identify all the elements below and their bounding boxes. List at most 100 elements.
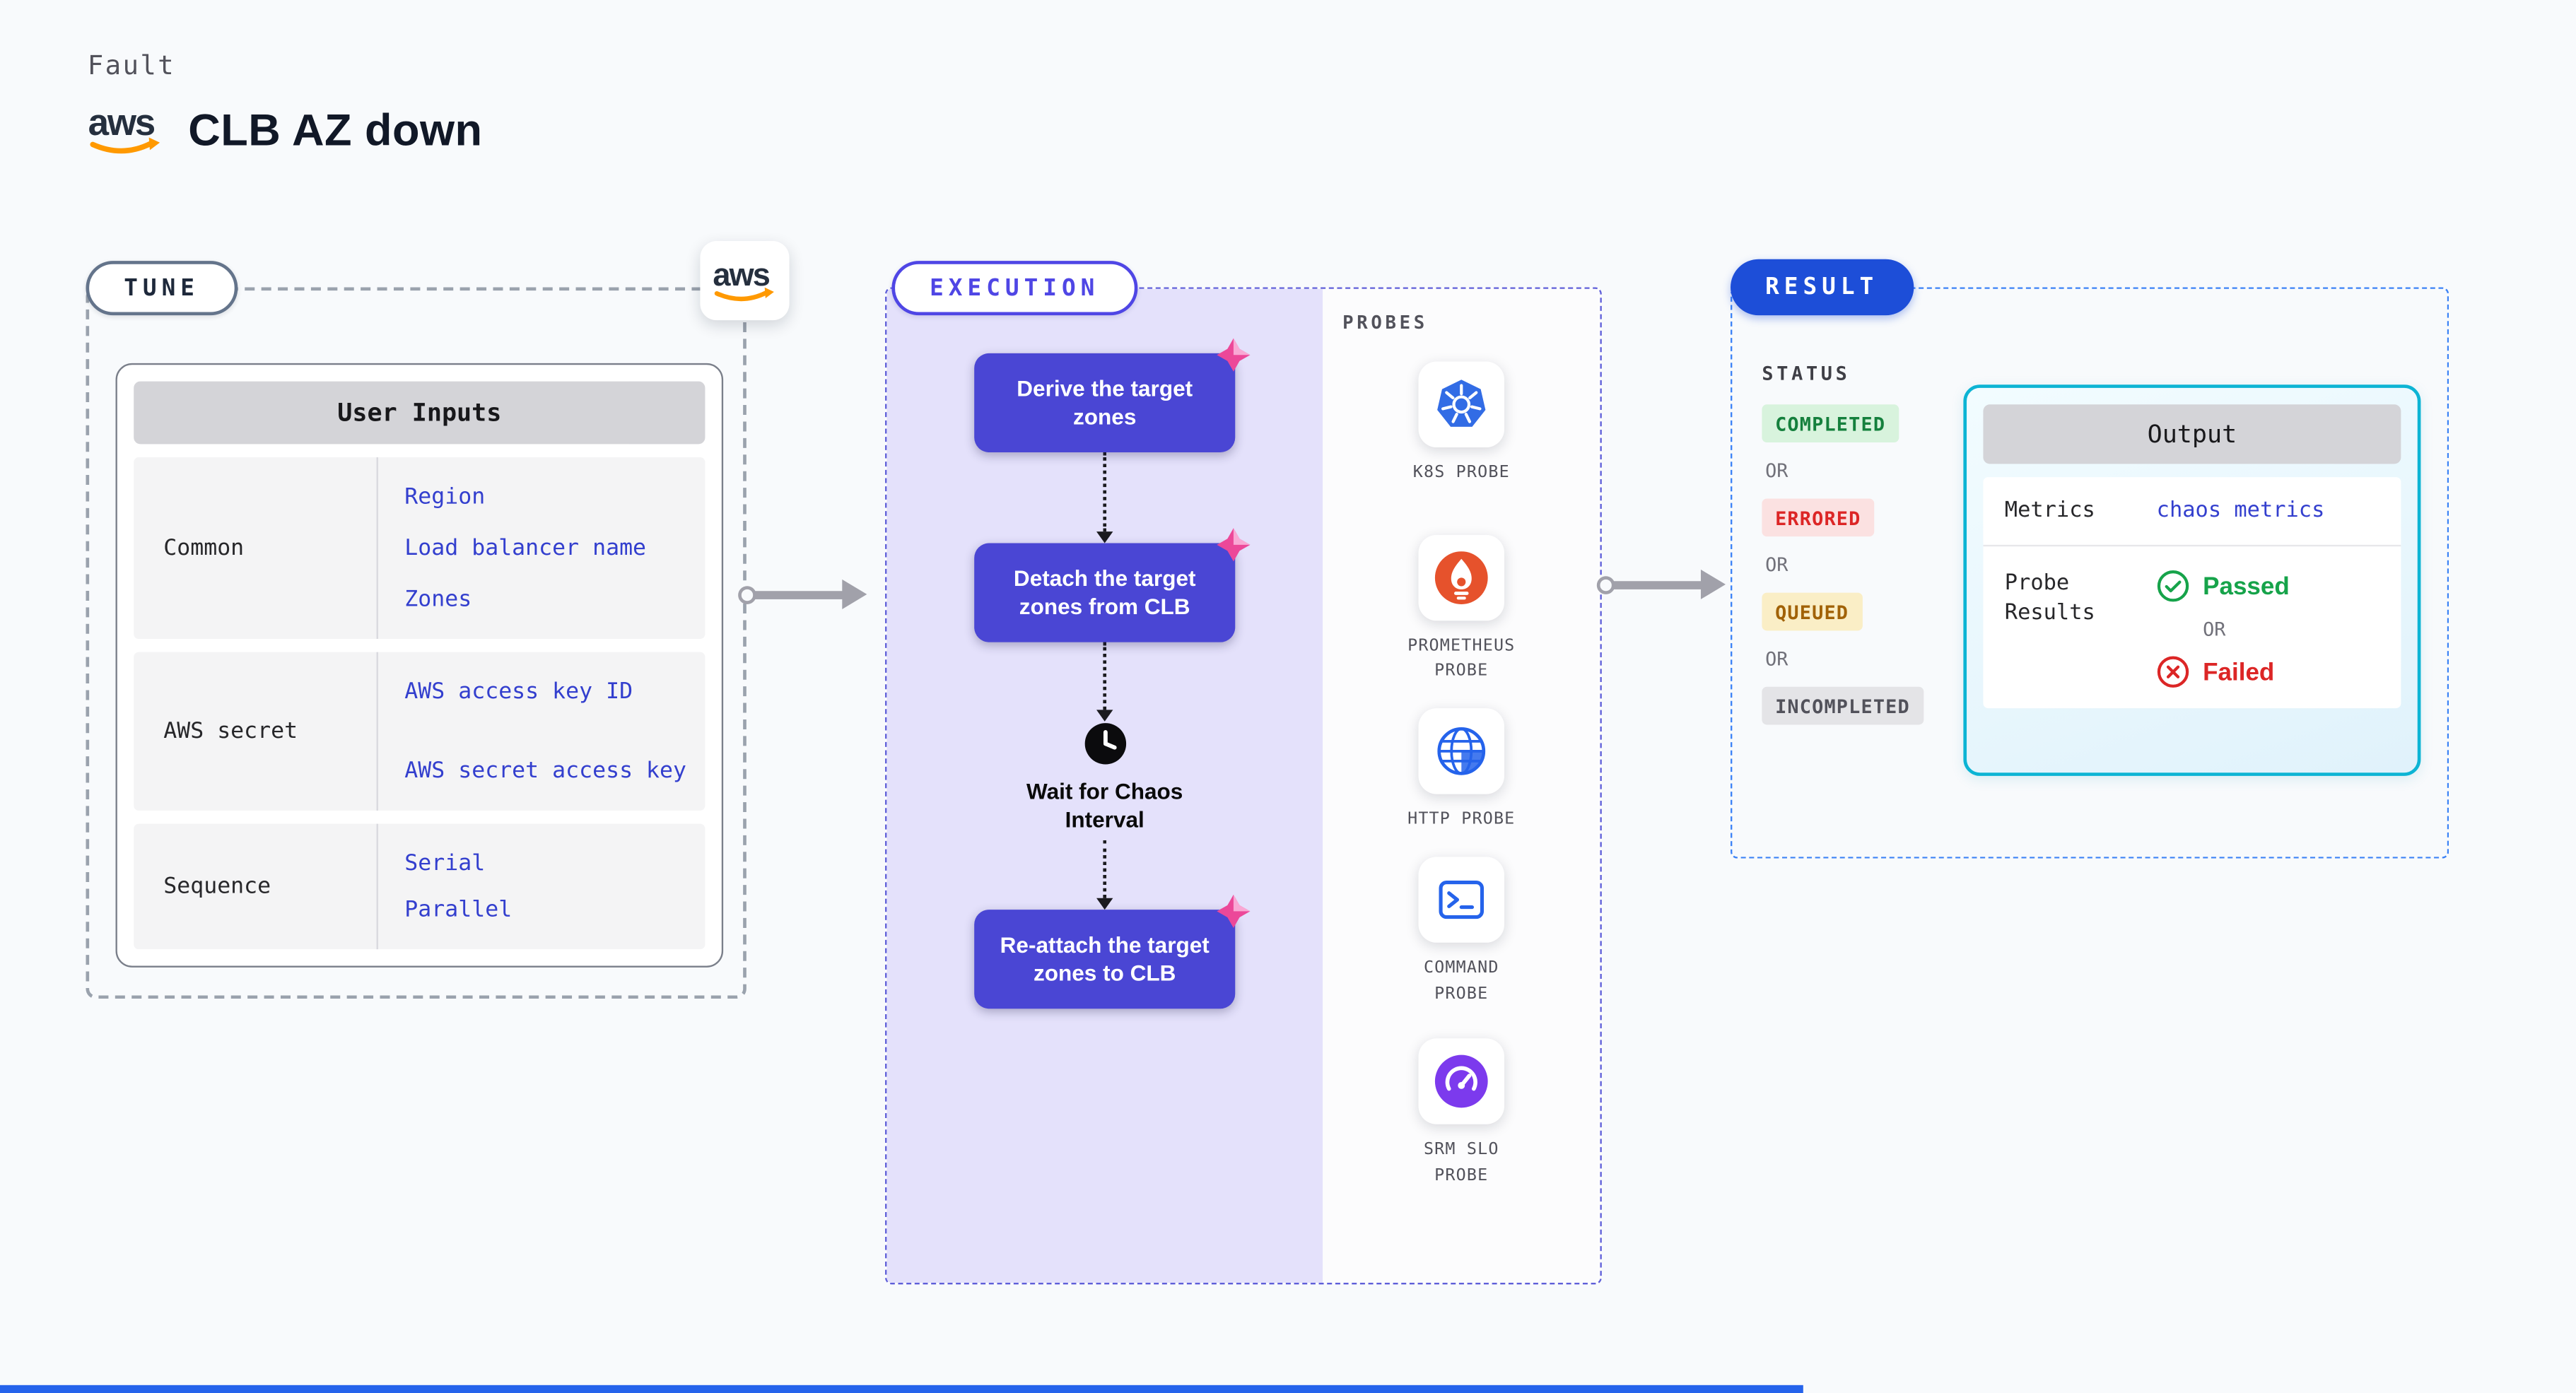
arrow-head [1700,569,1726,599]
title-row: aws CLB AZ down [86,102,482,158]
arrow-tune-to-execution-icon [738,579,867,609]
arrow-head [842,579,867,609]
input-load-balancer-name: Load balancer name [404,534,647,562]
probes-heading: PROBES [1342,312,1428,334]
step-label: Re-attach the target zones to CLB [1000,932,1210,986]
chaos-icon [1217,338,1251,372]
page-title: CLB AZ down [188,105,483,155]
arrow-origin-dot [1596,575,1615,594]
aws-badge-card: aws [700,241,790,321]
row-label: Common [134,457,378,639]
probe-card [1418,1038,1505,1124]
input-zones: Zones [404,586,472,613]
status-heading: STATUS [1762,361,1851,385]
probe-item-k8s: K8S PROBE [1402,361,1521,486]
probe-card [1418,857,1505,943]
http-globe-icon [1437,726,1486,775]
execution-pill: EXECUTION [891,261,1138,316]
svg-text:aws: aws [713,257,769,292]
arrow-shaft [754,590,844,599]
aws-logo-icon: aws [713,257,774,300]
status-badge-completed: COMPLETED [1762,404,1899,443]
step-label: Derive the target zones [1017,376,1193,430]
input-parallel: Parallel [404,896,513,923]
probe-name: K8S PROBE [1412,464,1510,483]
input-aws-secret-access-key: AWS secret access key [404,758,687,784]
probe-results-or-separator: OR [2203,617,2226,641]
flow-connector-icon [1095,642,1115,722]
status-badge-errored: ERRORED [1762,498,1875,537]
metrics-row: Metrics chaos metrics [1983,477,2401,547]
output-body: Metrics chaos metrics Probe Results Pass… [1983,477,2401,709]
probe-item-command: COMMAND PROBE [1402,857,1521,1007]
row-values: AWS access key ID AWS secret access key [378,652,706,811]
status-list: COMPLETED OR ERRORED OR QUEUED OR INCOMP… [1762,404,1924,725]
table-row-common: Common Region Load balancer name Zones [134,457,706,639]
input-aws-access-key-id: AWS access key ID [404,678,633,705]
step-derive-target-zones: Derive the target zones [974,338,1251,453]
chaos-icon [1217,894,1251,928]
row-label: AWS secret [134,652,378,811]
probe-name: HTTP PROBE [1407,809,1516,828]
probe-name: COMMAND PROBE [1423,959,1499,1004]
probe-result-passed: Passed [2157,570,2290,603]
input-region: Region [404,483,486,510]
flow-connector-icon [1095,840,1115,910]
probe-result-failed: Failed [2157,655,2290,688]
status-or-separator: OR [1765,647,1788,671]
result-pill: RESULT [1731,259,1914,316]
probe-card [1418,534,1505,621]
tune-section [86,287,747,999]
output-card: Output Metrics chaos metrics Probe Resul… [1963,384,2421,776]
aws-logo-icon: aws [88,102,160,154]
status-badge-incompleted: INCOMPLETED [1762,686,1924,725]
failed-label: Failed [2203,657,2275,686]
tune-pill: TUNE [86,261,238,316]
user-inputs-table: User Inputs Common Region Load balancer … [115,363,724,968]
kubernetes-icon [1437,380,1486,427]
execution-flow: Derive the target zones Detach the targe… [886,289,1323,1009]
probe-card [1418,361,1505,448]
bottom-accent-bar [0,1384,1803,1393]
output-header: Output [1983,404,2401,464]
arrow-execution-to-result-icon [1596,569,1726,599]
status-badge-queued: QUEUED [1762,592,1862,631]
table-row-aws-secret: AWS secret AWS access key ID AWS secret … [134,652,706,811]
table-row-sequence: Sequence Serial Parallel [134,823,706,950]
fault-kicker: Fault [87,49,176,81]
check-circle-icon [2157,570,2189,602]
probe-name: SRM SLO PROBE [1423,1141,1499,1185]
metrics-label: Metrics [2004,498,2095,523]
step-label: Detach the target zones from CLB [1013,566,1196,619]
passed-label: Passed [2203,572,2290,601]
probe-item-http: HTTP PROBE [1402,707,1521,832]
probe-item-prometheus: PROMETHEUS PROBE [1402,534,1521,685]
arrow-shaft [1613,580,1703,589]
row-label: Sequence [134,823,378,950]
srm-slo-icon [1434,1054,1488,1108]
svg-text:aws: aws [88,102,155,143]
chaos-metrics-link: chaos metrics [2156,498,2325,524]
step-wait-chaos-interval: Wait for Chaos Interval [1026,779,1183,833]
clock-icon [1084,723,1125,765]
probe-results-label: Probe Results [2004,571,2095,626]
user-inputs-header: User Inputs [134,381,706,445]
probe-item-srm-slo: SRM SLO PROBE [1402,1038,1521,1189]
row-values: Region Load balancer name Zones [378,457,706,639]
row-values: Serial Parallel [378,824,706,950]
arrow-origin-dot [738,585,756,604]
execution-section: Derive the target zones Detach the targe… [885,287,1602,1285]
prometheus-icon [1434,551,1488,604]
step-detach-target-zones: Detach the target zones from CLB [974,528,1251,642]
probe-name: PROMETHEUS PROBE [1407,636,1516,681]
probes-panel: PROBES [1323,289,1600,1283]
status-or-separator: OR [1765,459,1788,483]
input-serial: Serial [404,850,486,877]
command-terminal-icon [1439,880,1485,919]
result-section: STATUS COMPLETED OR ERRORED OR QUEUED OR… [1731,287,2449,859]
flow-connector-icon [1095,452,1115,543]
step-reattach-target-zones: Re-attach the target zones to CLB [974,894,1251,1009]
probe-results-values: Passed OR Failed [2157,570,2290,688]
